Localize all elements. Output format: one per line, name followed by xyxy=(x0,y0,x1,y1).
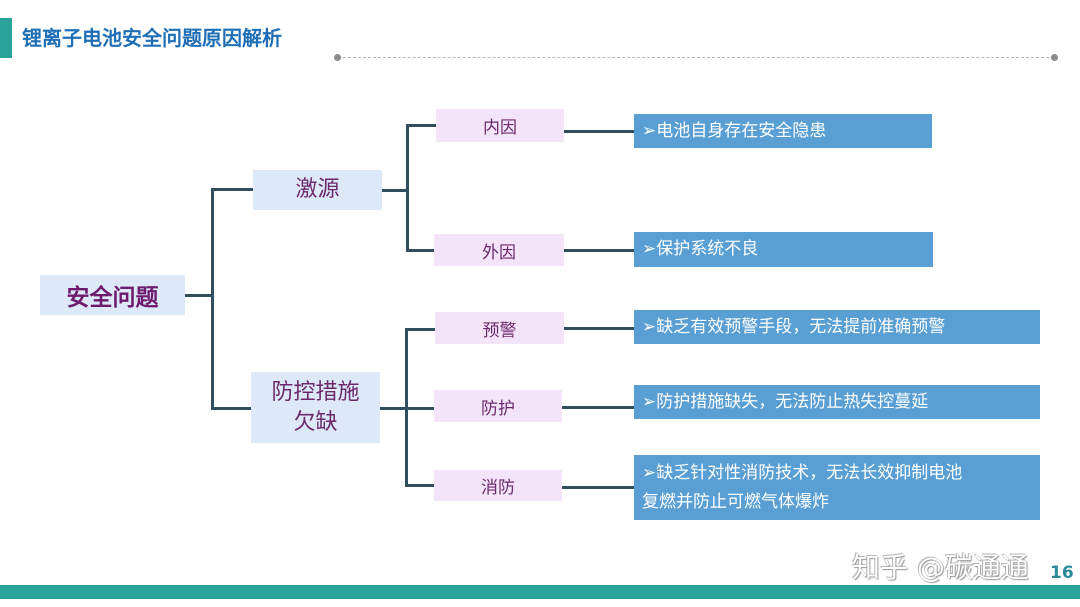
connector-root-trunk xyxy=(211,188,214,410)
leaf-fanghu-detail: ➢防护措施缺失，无法防止热失控蔓延 xyxy=(634,385,1040,419)
divider-dot-left xyxy=(334,54,341,61)
leaf-fanghu-text: ➢防护措施缺失，无法防止热失控蔓延 xyxy=(642,391,929,412)
title-divider xyxy=(338,57,1054,58)
leaf-yujing-detail: ➢缺乏有效预警手段，无法提前准确预警 xyxy=(634,310,1040,344)
connector-neiyin-leaf xyxy=(564,130,634,133)
root-node-safety-issue: 安全问题 xyxy=(40,275,185,315)
leaf-xiaofang-text-line2: 复燃并防止可燃气体爆炸 xyxy=(642,491,829,512)
node-waiyin: 外因 xyxy=(434,234,564,266)
connector-root xyxy=(185,294,213,297)
node-xiaofang: 消防 xyxy=(434,470,562,501)
node-jiyuan: 激源 xyxy=(253,170,382,210)
leaf-waiyin-text: ➢保护系统不良 xyxy=(642,239,759,259)
connector-xiaofang-leaf xyxy=(562,486,634,489)
node-neiyin: 内因 xyxy=(436,109,564,142)
node-yujing-label: 预警 xyxy=(482,320,517,341)
connector-to-xiaofang xyxy=(405,484,435,487)
connector-waiyin-leaf xyxy=(564,249,634,252)
node-waiyin-label: 外因 xyxy=(482,242,516,263)
title-accent-bar xyxy=(0,18,12,58)
node-fangkong-label-line1: 防控措施 xyxy=(271,379,360,405)
connector-fanghu-leaf xyxy=(562,406,634,409)
node-fangkong-cuoshi-qianque: 防控措施 欠缺 xyxy=(251,372,380,443)
connector-jiyuan-trunk xyxy=(406,124,409,252)
node-xiaofang-label: 消防 xyxy=(481,478,515,498)
page-number: 16 xyxy=(1050,563,1074,583)
connector-yujing-leaf xyxy=(564,327,634,330)
connector-fangkong-trunk xyxy=(405,328,408,486)
leaf-xiaofang-text-line1: ➢缺乏针对性消防技术，无法长效抑制电池 xyxy=(642,462,963,483)
node-yujing: 预警 xyxy=(435,312,564,344)
connector-to-fangkong xyxy=(211,407,251,410)
connector-to-jiyuan xyxy=(211,188,253,191)
leaf-neiyin-text: ➢电池自身存在安全隐患 xyxy=(642,120,827,141)
connector-to-yujing xyxy=(405,328,435,331)
root-node-label: 安全问题 xyxy=(66,285,159,311)
node-neiyin-label: 内因 xyxy=(483,118,517,138)
leaf-neiyin-detail: ➢电池自身存在安全隐患 xyxy=(634,114,932,148)
connector-to-neiyin xyxy=(406,124,436,127)
connector-to-waiyin xyxy=(406,249,434,252)
watermark: 知乎 @碳通通 xyxy=(852,551,1029,584)
node-fanghu: 防护 xyxy=(434,390,562,422)
divider-dot-right xyxy=(1051,54,1058,61)
leaf-xiaofang-detail: ➢缺乏针对性消防技术，无法长效抑制电池 复燃并防止可燃气体爆炸 xyxy=(634,455,1040,520)
connector-jiyuan-out xyxy=(382,189,408,192)
node-fangkong-label-line2: 欠缺 xyxy=(293,409,338,435)
node-fanghu-label: 防护 xyxy=(481,398,515,419)
leaf-yujing-text: ➢缺乏有效预警手段，无法提前准确预警 xyxy=(642,316,946,337)
leaf-waiyin-detail: ➢保护系统不良 xyxy=(634,232,933,267)
footer-bar xyxy=(0,585,1080,599)
page-title: 锂离子电池安全问题原因解析 xyxy=(22,26,282,50)
node-jiyuan-label: 激源 xyxy=(295,177,340,202)
